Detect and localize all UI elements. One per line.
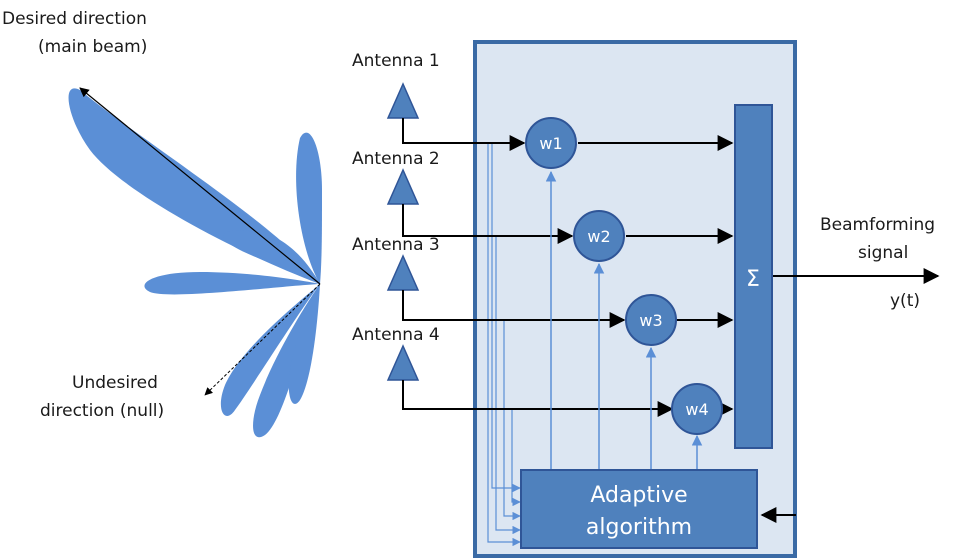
side-lobe-upper [223, 230, 320, 284]
side-lobe-lower [220, 284, 320, 416]
main-beam-arrow [79, 87, 321, 285]
antenna-3-icon [386, 254, 420, 291]
antenna-4-icon [386, 344, 420, 381]
output-label-line1: Beamforming [820, 215, 935, 235]
antenna-1-label: Antenna 1 [352, 51, 440, 71]
weights: w1 w2 w3 w4 [525, 117, 723, 435]
side-lobe-bottom [253, 284, 320, 438]
antenna-4-label: Antenna 4 [352, 325, 440, 345]
antenna-3-label: Antenna 3 [352, 235, 440, 255]
undesired-label-line1: Undesired [72, 373, 158, 393]
antenna-1-icon [386, 82, 420, 119]
side-lobe-left [144, 272, 320, 295]
adaptive-algorithm-block [520, 469, 758, 549]
radiation-pattern [68, 87, 322, 438]
weight-control-lines [545, 170, 703, 470]
weight-w3 [625, 294, 677, 346]
weight-w2 [573, 210, 625, 262]
weight-w1 [525, 117, 577, 169]
adaptive-algorithm-line2: algorithm [586, 515, 692, 540]
adaptive-algorithm-line1: Adaptive [590, 483, 687, 508]
feed-lines [487, 143, 521, 547]
weight-w4 [671, 383, 723, 435]
summer-block [734, 104, 773, 449]
weight-w3-label: w3 [639, 311, 662, 330]
null-direction-arrow [204, 283, 321, 396]
weight-w4-label: w4 [685, 400, 708, 419]
antenna-array: Antenna 1 Antenna 2 Antenna 3 Antenna 4 [352, 51, 440, 381]
antenna-2-label: Antenna 2 [352, 149, 440, 169]
undesired-label-line2: direction (null) [40, 401, 164, 421]
side-lobe-right [288, 284, 320, 404]
desired-label-line1: Desired direction [2, 9, 147, 29]
side-lobe-top [296, 132, 322, 284]
weight-w2-label: w2 [587, 227, 610, 246]
antenna-2-icon [386, 168, 420, 205]
weight-w1-label: w1 [539, 134, 562, 153]
output-label-line2: signal [858, 243, 908, 263]
output-label-yt: y(t) [890, 291, 920, 311]
desired-label-line2: (main beam) [38, 37, 147, 57]
summer-symbol: Σ [746, 267, 760, 292]
